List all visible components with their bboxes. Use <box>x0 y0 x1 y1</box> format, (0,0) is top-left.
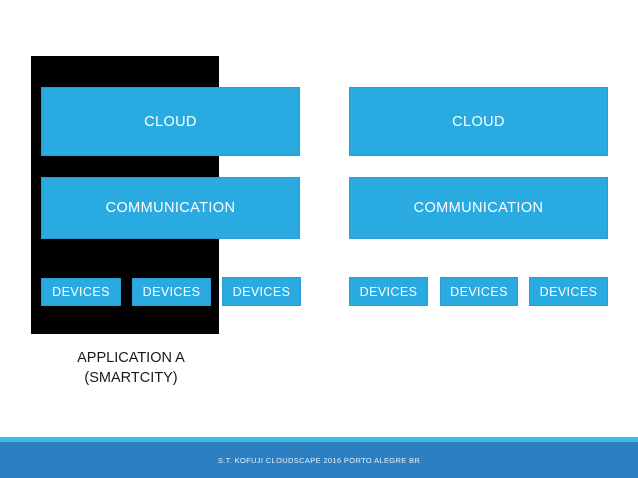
right-devices-box-2[interactable]: DEVICES <box>440 277 518 306</box>
footer-attribution-text: S.T. KOFUJI CLOUDSCAPE 2016 PORTO ALEGRE… <box>217 455 421 465</box>
right-cloud-layer-label: CLOUD <box>452 113 505 130</box>
left-communication-layer-label: COMMUNICATION <box>105 200 236 216</box>
right-communication-layer-label: COMMUNICATION <box>413 200 544 216</box>
left-devices-label-2: DEVICES <box>142 285 201 299</box>
left-cloud-layer-box[interactable]: CLOUD <box>41 87 300 156</box>
left-devices-box-2[interactable]: DEVICES <box>132 278 211 306</box>
application-a-caption: APPLICATION A (SMARTCITY) <box>31 348 231 388</box>
footer-accent-stripe <box>0 437 638 442</box>
left-communication-layer-box[interactable]: COMMUNICATION <box>41 177 300 239</box>
application-a-caption-line-2: (SMARTCITY) <box>84 370 178 386</box>
right-communication-layer-box[interactable]: COMMUNICATION <box>349 177 608 239</box>
application-a-caption-line-1: APPLICATION A <box>77 350 185 366</box>
left-devices-box-3[interactable]: DEVICES <box>222 277 301 306</box>
right-devices-box-3[interactable]: DEVICES <box>529 277 608 306</box>
right-cloud-layer-box[interactable]: CLOUD <box>349 87 608 156</box>
footer-bar: S.T. KOFUJI CLOUDSCAPE 2016 PORTO ALEGRE… <box>0 442 638 478</box>
right-devices-box-1[interactable]: DEVICES <box>349 277 428 306</box>
right-devices-label-3: DEVICES <box>539 284 598 299</box>
left-devices-box-1[interactable]: DEVICES <box>41 278 121 306</box>
left-cloud-layer-label: CLOUD <box>144 113 197 130</box>
right-devices-label-1: DEVICES <box>359 284 418 299</box>
left-devices-label-3: DEVICES <box>232 284 291 299</box>
left-devices-label-1: DEVICES <box>52 285 110 299</box>
right-devices-label-2: DEVICES <box>450 284 508 299</box>
